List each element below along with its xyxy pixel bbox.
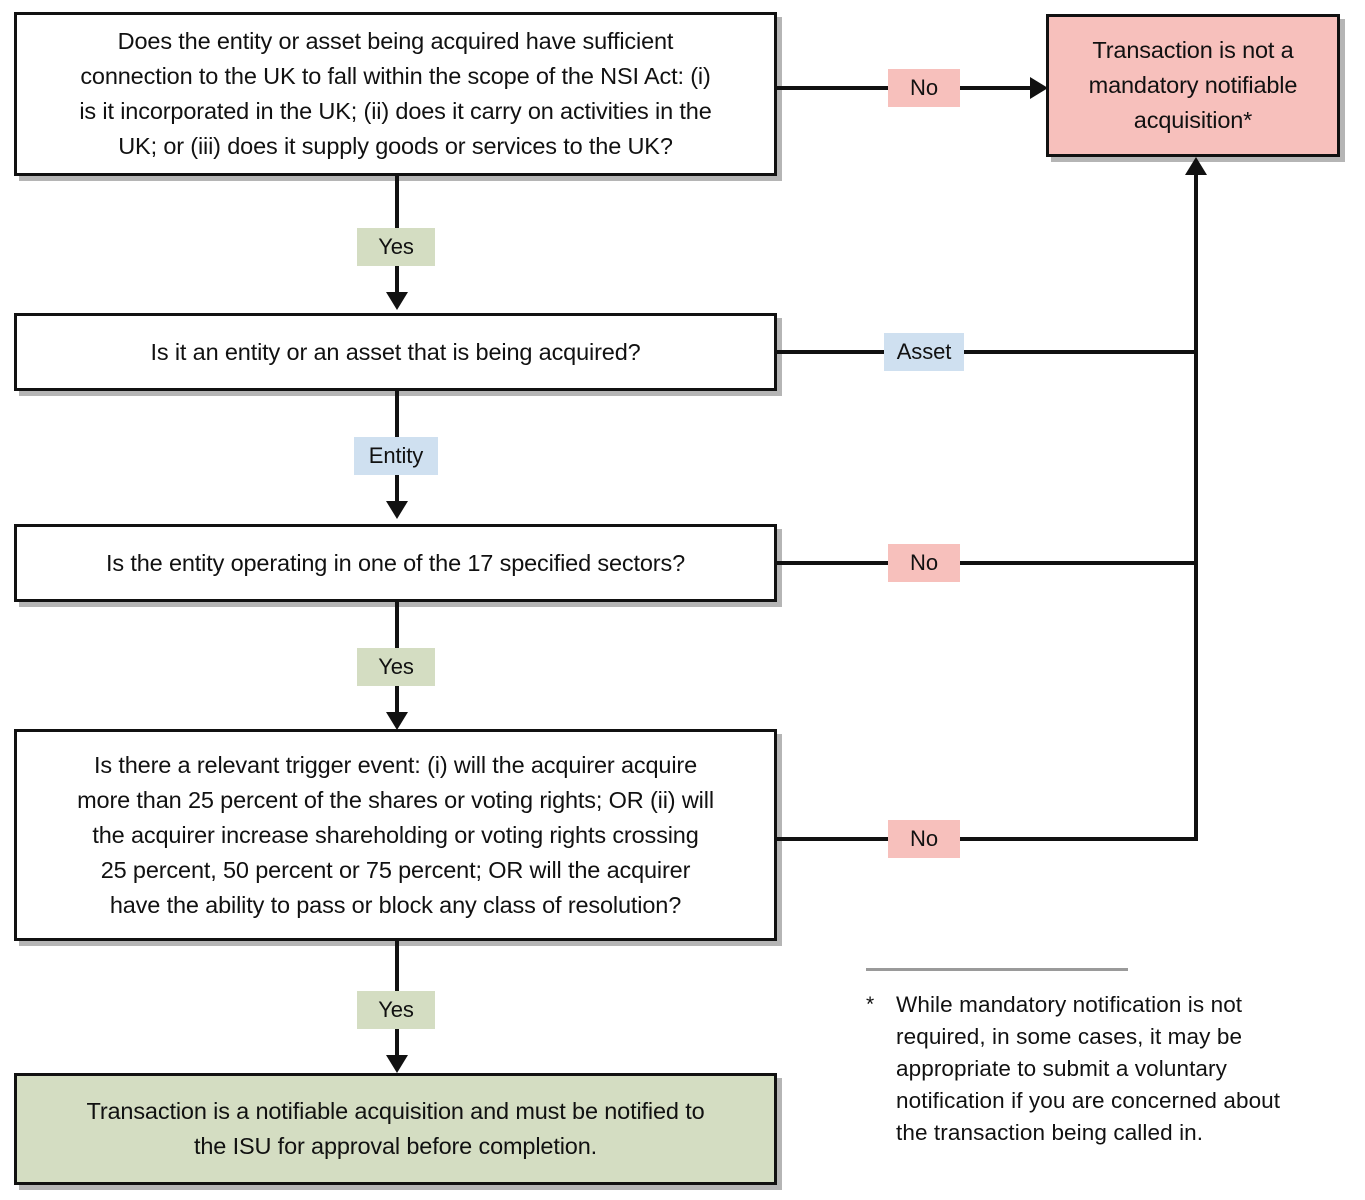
connector-q4-yes-lower bbox=[395, 1029, 399, 1058]
arrowhead-into-trigger-event bbox=[386, 712, 408, 730]
connector-q3-no-left bbox=[777, 561, 888, 565]
footnote-marker: * bbox=[866, 993, 875, 1016]
edge-label-q4-yes: Yes bbox=[357, 991, 435, 1029]
edge-label-q3-yes: Yes bbox=[357, 648, 435, 686]
outcome-box-notifiable: Transaction is a notifiable acquisition … bbox=[14, 1073, 777, 1185]
connector-q1-yes-lower bbox=[395, 266, 399, 296]
decision-box-specified-sectors-text: Is the entity operating in one of the 17… bbox=[105, 549, 686, 576]
arrowhead-into-entity-or-asset bbox=[386, 292, 408, 310]
connector-q4-no-right bbox=[960, 837, 1198, 841]
arrowhead-into-notifiable-outcome bbox=[386, 1055, 408, 1073]
arrowhead-up-into-not-notifiable bbox=[1185, 157, 1207, 175]
footnote-text: While mandatory notification is not requ… bbox=[896, 992, 1281, 1145]
edge-label-q2-entity: Entity bbox=[354, 437, 438, 475]
connector-q2-asset-left bbox=[777, 350, 884, 354]
edge-label-q1-yes: Yes bbox=[357, 228, 435, 266]
edge-label-q3-no: No bbox=[888, 544, 960, 582]
decision-box-uk-scope: Does the entity or asset being acquired … bbox=[14, 12, 777, 176]
connector-right-bus bbox=[1194, 175, 1198, 837]
decision-box-trigger-event-text: Is there a relevant trigger event: (i) w… bbox=[77, 751, 714, 918]
connector-q1-no-left bbox=[777, 86, 888, 90]
connector-q1-yes-upper bbox=[395, 176, 399, 228]
decision-box-uk-scope-text: Does the entity or asset being acquired … bbox=[79, 28, 712, 159]
connector-q3-no-right bbox=[960, 561, 1198, 565]
connector-q1-no-right bbox=[960, 86, 1032, 90]
decision-box-entity-or-asset-text: Is it an entity or an asset that is bein… bbox=[150, 338, 641, 365]
edge-label-q2-asset: Asset bbox=[884, 333, 964, 371]
connector-q2-entity-lower bbox=[395, 475, 399, 504]
outcome-box-not-notifiable-text: Transaction is not a mandatory notifiabl… bbox=[1088, 37, 1298, 133]
arrowhead-into-specified-sectors bbox=[386, 501, 408, 519]
connector-q2-asset-right bbox=[964, 350, 1198, 354]
edge-label-q1-no: No bbox=[888, 69, 960, 107]
edge-label-q4-no: No bbox=[888, 820, 960, 858]
decision-box-trigger-event: Is there a relevant trigger event: (i) w… bbox=[14, 729, 777, 941]
connector-q3-yes-upper bbox=[395, 602, 399, 648]
outcome-box-notifiable-text: Transaction is a notifiable acquisition … bbox=[86, 1098, 705, 1159]
footnote: * While mandatory notification is not re… bbox=[866, 968, 1326, 1149]
connector-q4-yes-upper bbox=[395, 941, 399, 991]
connector-q2-entity-upper bbox=[395, 391, 399, 437]
arrowhead-into-not-notifiable bbox=[1030, 77, 1048, 99]
decision-box-entity-or-asset: Is it an entity or an asset that is bein… bbox=[14, 313, 777, 391]
footnote-divider bbox=[866, 968, 1128, 971]
decision-box-specified-sectors: Is the entity operating in one of the 17… bbox=[14, 524, 777, 602]
connector-q3-yes-lower bbox=[395, 686, 399, 715]
connector-q4-no-left bbox=[777, 837, 888, 841]
outcome-box-not-notifiable: Transaction is not a mandatory notifiabl… bbox=[1046, 14, 1340, 157]
